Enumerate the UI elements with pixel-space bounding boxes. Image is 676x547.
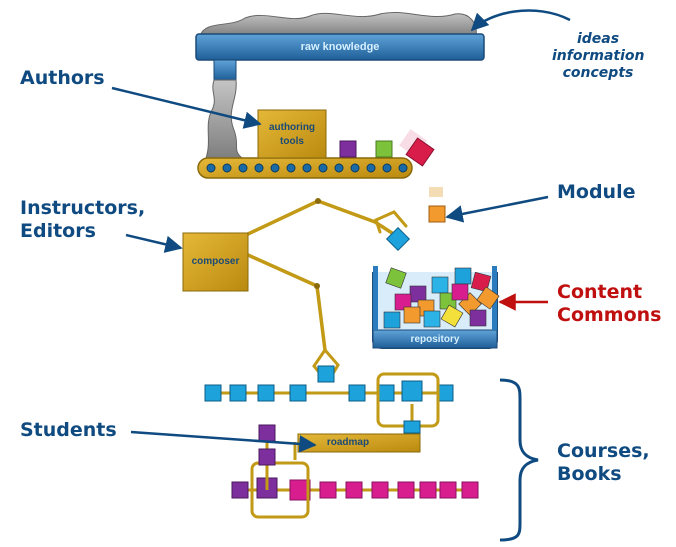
conveyor-roller [334,163,344,173]
conveyor-roller [270,163,280,173]
ideas-label: ideas information concepts [552,31,645,81]
gripped-block-top [385,226,411,252]
conveyor-roller [302,163,312,173]
content-commons-label: Content Commons [557,281,662,326]
composer-box [182,232,249,292]
conveyor-roller [254,163,264,173]
repository-block [409,285,427,303]
composer-label: composer [191,256,240,267]
repository-block [394,293,412,311]
authoring-tools-label: authoring tools [268,122,316,147]
book-module-block [461,481,479,499]
authors-label: Authors [20,67,105,89]
repository-block [385,267,407,289]
book-module-block [289,479,311,501]
repository-block [454,267,472,285]
authoring-tools-box [257,109,327,159]
conveyor-belt [197,157,413,179]
gripped-block-bottom [317,365,335,383]
repository-block [431,276,449,294]
course-module-block [348,384,366,402]
raw-knowledge-box [195,33,485,81]
course-module-block [229,384,247,402]
module-block [428,187,446,223]
raw-material-cloud [199,12,477,37]
conveyor-roller [238,163,248,173]
course-track-magenta [231,424,479,519]
conveyor-roller [318,163,328,173]
conveyor-roller [366,163,376,173]
authors-arrow [111,86,262,129]
book-module-block [397,481,415,499]
conveyor-roller [206,163,216,173]
students-arrow [130,430,317,453]
course-module-block [204,384,222,402]
book-module-block [419,481,437,499]
repository-bin [372,266,500,349]
repository-label: repository [410,334,460,345]
course-module-block [289,384,307,402]
instructors-label: Instructors, Editors [20,197,146,242]
repository-block [403,306,421,324]
repository-block [476,286,500,310]
raw-knowledge-label: raw knowledge [300,41,380,53]
conveyor-roller [286,163,296,173]
conveyor-roller [222,163,232,173]
book-module-block [371,481,389,499]
course-module-block [401,380,423,402]
courses-brace [499,378,539,542]
repository-block [451,283,469,301]
book-module-block [439,481,457,499]
module-label: Module [557,181,636,203]
repository-block [383,311,401,329]
conveyor-roller [350,163,360,173]
course-module-block [257,384,275,402]
falling-magenta-block [399,129,435,167]
module-arrow [445,195,549,223]
course-module-block [377,384,395,402]
book-module-block [231,481,249,499]
repository-block [440,304,464,328]
conveyor-roller [398,163,408,173]
instructors-arrow [125,233,183,253]
roadmap-label: roadmap [326,437,370,448]
repository-block [469,309,487,327]
courses-books-label: Courses, Books [557,440,650,485]
book-module-block [319,481,337,499]
green-block [375,140,393,158]
book-module-block [345,481,363,499]
conveyor-roller [382,163,392,173]
repository-block [423,310,441,328]
purple-block [339,140,357,158]
ideas-arrow [470,9,571,32]
students-label: Students [20,419,117,441]
